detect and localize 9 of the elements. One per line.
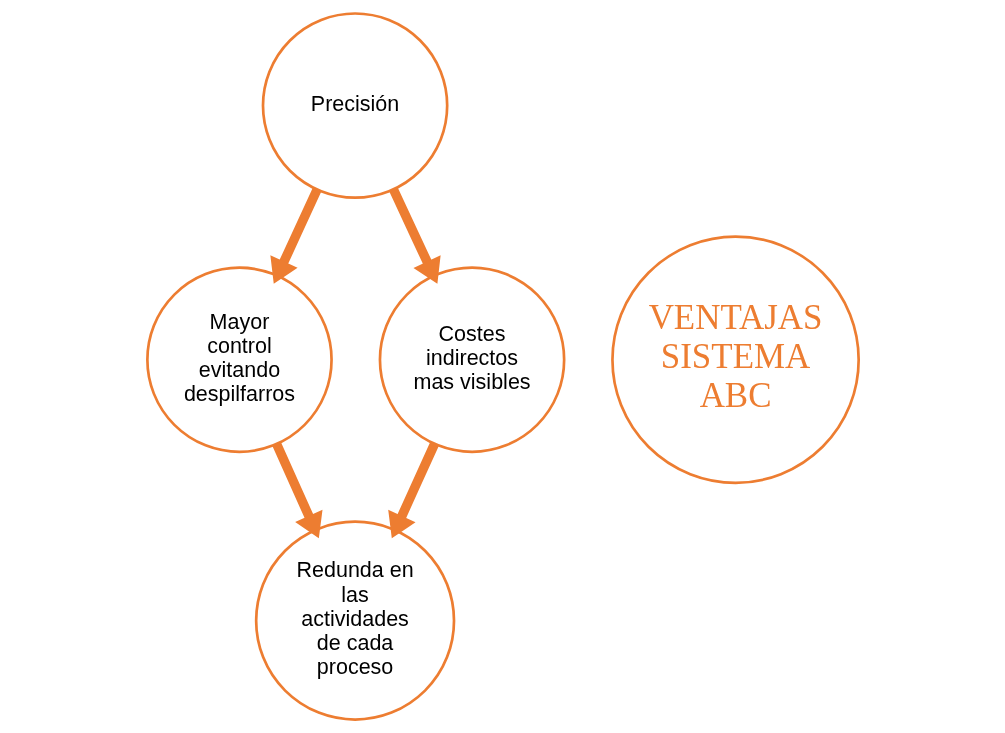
node-circle: Precisión (261, 12, 449, 200)
arrow (387, 442, 439, 539)
node-circle: Redunda en las actividades de cada proceso (254, 520, 455, 721)
arrow (271, 442, 322, 539)
arrow (388, 187, 441, 284)
node-circle: VENTAJAS SISTEMA ABC (610, 235, 860, 485)
node-circle: Costes indirectos mas visibles (378, 266, 565, 454)
node-circle: Mayor control evitando despilfarros (145, 266, 333, 454)
arrow (269, 187, 321, 284)
